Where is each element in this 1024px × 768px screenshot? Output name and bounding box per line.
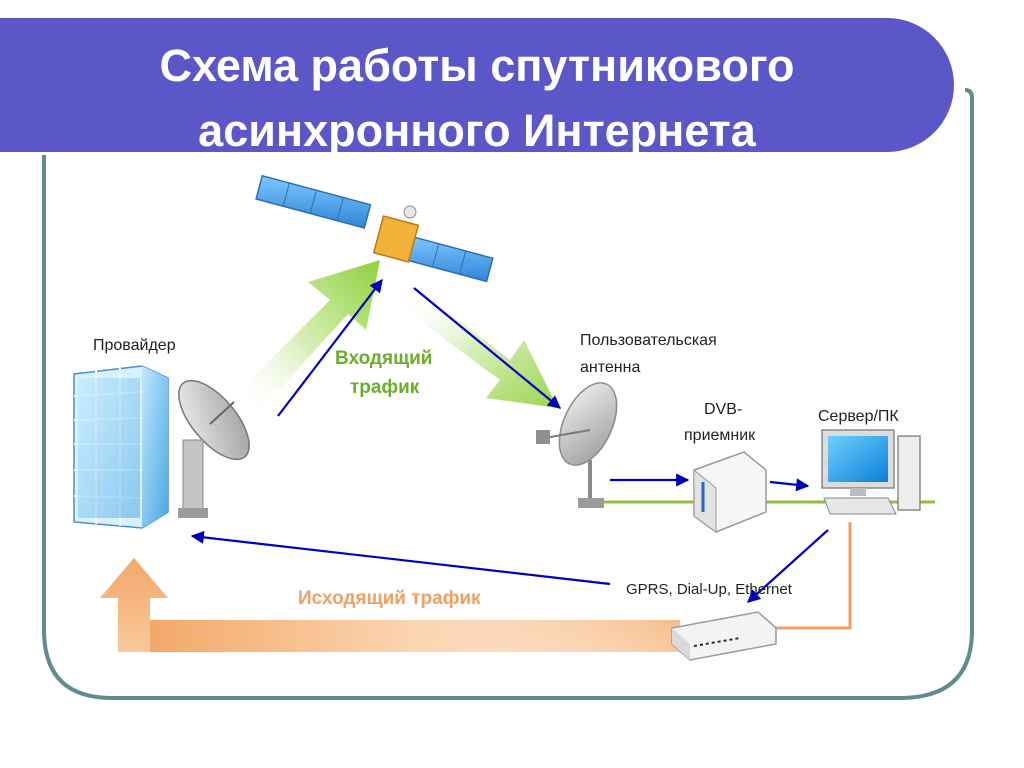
label-dvb-line2: приемник: [684, 427, 756, 444]
label-incoming-line1: Входящий: [335, 348, 432, 369]
label-server: Сервер/ПК: [818, 408, 899, 425]
satellite-icon: [255, 174, 494, 283]
incoming-traffic-arrow: [240, 260, 558, 408]
label-incoming-line2: трафик: [350, 377, 420, 398]
dvb-receiver-icon: [693, 451, 767, 533]
outgoing-traffic-arrow: [100, 558, 680, 652]
slide-title-line2: асинхронного Интернета: [198, 105, 756, 156]
flow-arrow-up-to-satellite: [277, 278, 383, 417]
label-user-antenna-line2: антенна: [580, 359, 640, 376]
flow-arrow-to-provider: [190, 530, 611, 586]
modem-icon: [671, 611, 777, 661]
flow-arrow-to-computer: [769, 478, 810, 492]
computer-icon: [821, 429, 921, 515]
ground-station-dish-icon: [178, 379, 250, 518]
label-dvb-line1: DVB-: [704, 401, 742, 418]
flow-arrow-down-to-antenna: [413, 287, 562, 409]
office-building-icon: [73, 365, 169, 529]
label-outgoing: Исходящий трафик: [298, 588, 481, 609]
slide-title-line1: Схема работы спутникового: [159, 40, 795, 91]
label-user-antenna-line1: Пользовательская: [580, 332, 717, 349]
label-gprs: GPRS, Dial-Up, Ethernet: [626, 581, 793, 598]
label-provider: Провайдер: [93, 337, 176, 354]
user-dish-antenna-icon: [536, 382, 618, 508]
content-frame: [42, 88, 974, 700]
title-band: Схема работы спутникового асинхронного И…: [0, 18, 954, 156]
flow-arrow-to-modem: [747, 529, 829, 603]
title-underline: [0, 152, 902, 155]
orange-cable: [775, 522, 852, 630]
flow-arrows: [190, 278, 829, 603]
